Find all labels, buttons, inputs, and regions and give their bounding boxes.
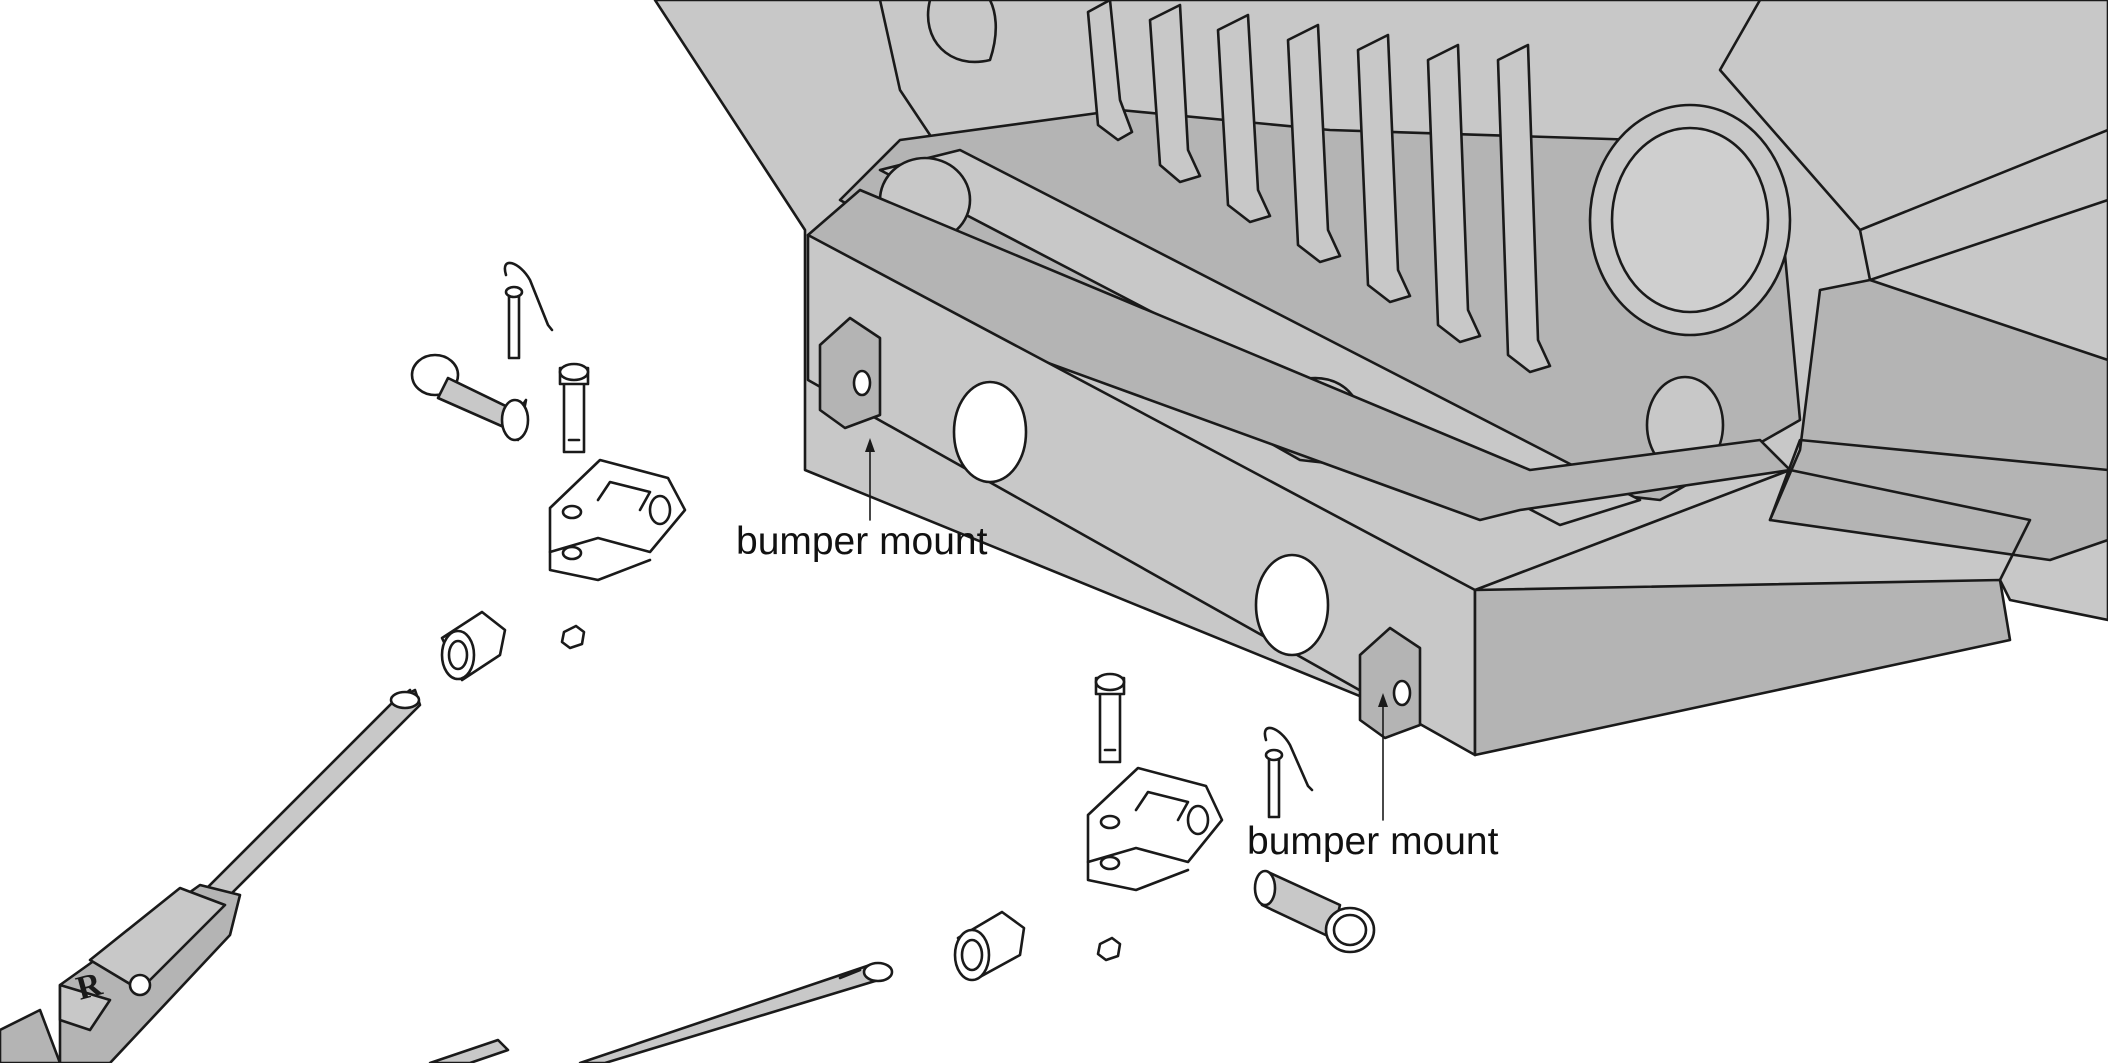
tow-bar-arm-left: R <box>0 688 422 1063</box>
grille-slots <box>1086 0 1552 374</box>
spring-clip-right <box>1263 726 1314 819</box>
hitch-pin-right <box>1253 869 1376 954</box>
hardware-cluster-right <box>953 672 1376 982</box>
spacer-bushing-right <box>953 910 1026 982</box>
nut-right <box>1096 936 1122 962</box>
bumper-mount-label-left: bumper mount <box>736 520 988 563</box>
tow-bar-arm-right <box>428 961 894 1063</box>
bumper-mount-tab-left <box>818 316 882 430</box>
leader-line-left <box>865 438 875 521</box>
spacer-bushing-left <box>440 610 507 682</box>
bumper-mount-tab-right <box>1358 626 1422 740</box>
jeep-front-bumper <box>653 0 2108 757</box>
leader-line-right <box>1378 693 1388 821</box>
bumper-mount-label-right: bumper mount <box>1247 820 1499 863</box>
shoulder-bolt-right <box>1094 672 1126 764</box>
nut-left <box>560 624 586 650</box>
hitch-pin-left <box>410 353 530 442</box>
spring-clip-left <box>503 261 554 360</box>
shoulder-bolt-left <box>558 362 590 454</box>
hardware-cluster-left <box>410 261 687 682</box>
clevis-bracket-right <box>1086 766 1224 892</box>
clevis-bracket-left <box>548 458 687 582</box>
